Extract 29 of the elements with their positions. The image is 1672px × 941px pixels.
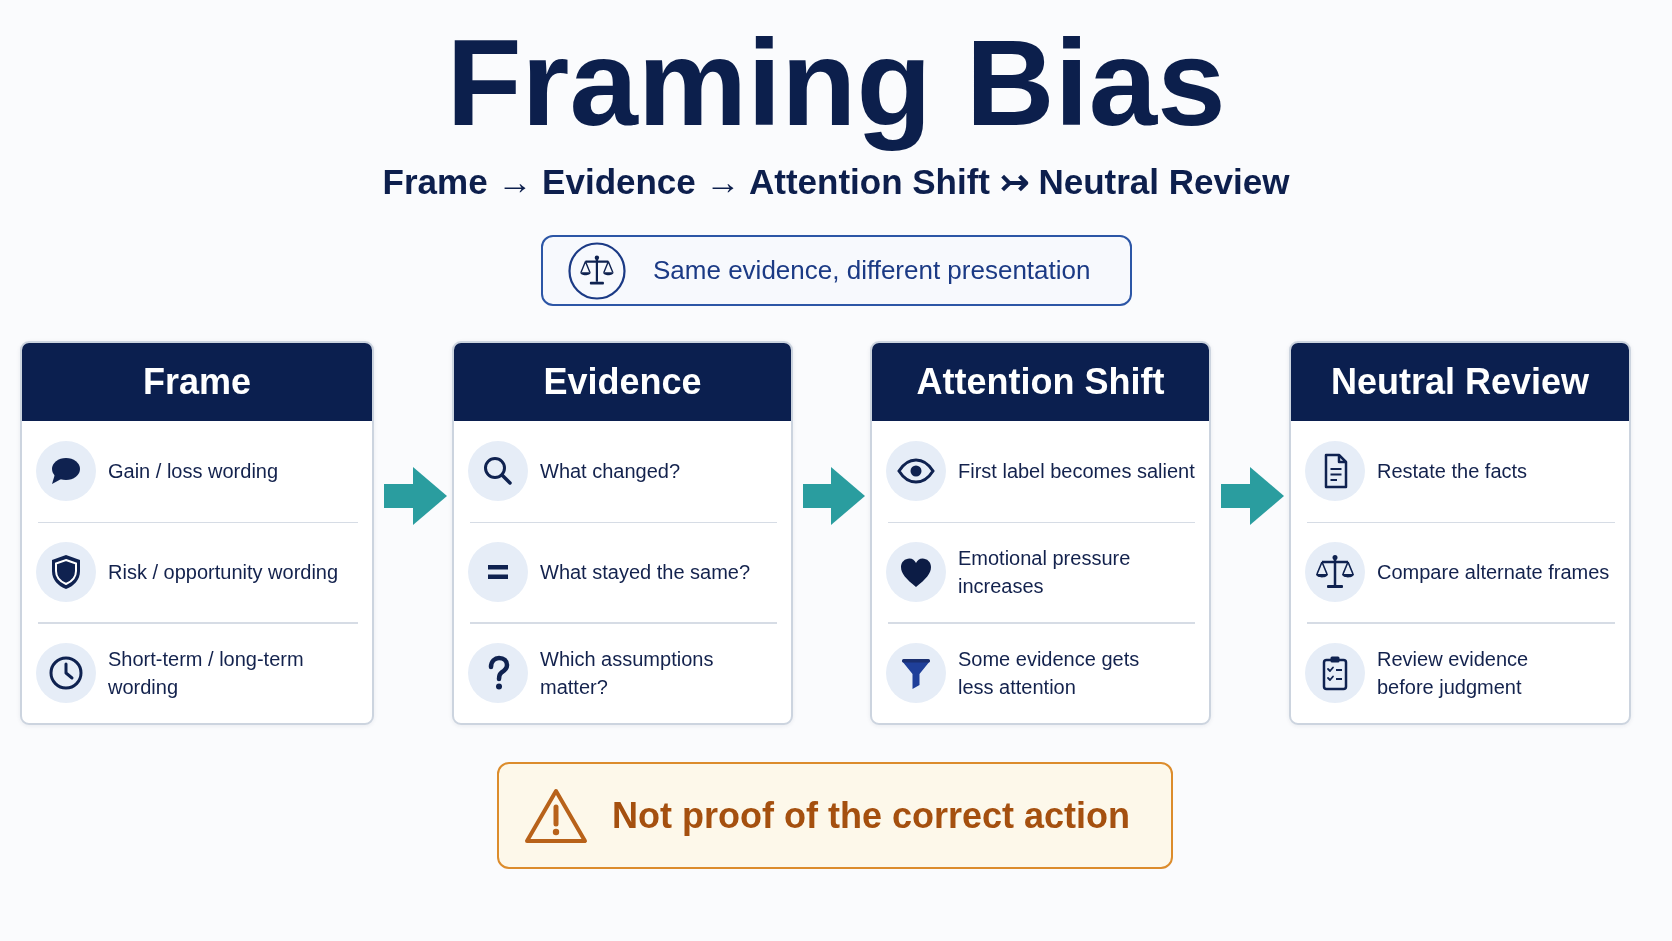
tagline-text: Same evidence, different presentation [653, 255, 1091, 286]
arrow [384, 467, 447, 525]
stage-card [1289, 341, 1631, 725]
arrow [803, 467, 865, 525]
list-item-text: Review evidence before judgment [1377, 646, 1530, 700]
list-item-text: What changed? [540, 459, 681, 485]
column-heading: Evidence [454, 343, 791, 421]
list-item-text: Restate the facts [1377, 459, 1528, 485]
warning-banner [497, 762, 1173, 869]
list-item-text: Which assumptions matter? [540, 646, 715, 700]
warning-text: Not proof of the correct action [612, 794, 1130, 837]
list-item-text: Compare alternate frames [1377, 560, 1610, 585]
column-heading: Neutral Review [1291, 343, 1629, 421]
list-item-text: First label becomes salient [958, 459, 1195, 485]
diagram-title: Framing Bias [446, 13, 1226, 153]
list-item-text: What stayed the same? [540, 560, 751, 585]
flow-subtitle: Frame → Evidence → Attention Shift ↣ Neutral Review [382, 162, 1290, 202]
list-item-text: Emotional pressure increases [958, 546, 1132, 599]
column-heading: Attention Shift [872, 343, 1209, 421]
arrow [1221, 467, 1284, 525]
callout-pill [541, 235, 1132, 306]
stage-card [20, 341, 374, 725]
column-heading: Frame [22, 343, 372, 421]
list-item-text: Gain / loss wording [108, 459, 279, 485]
stage-card [870, 341, 1211, 725]
list-item-text: Risk / opportunity wording [108, 560, 339, 585]
list-item-text: Some evidence gets less attention [958, 646, 1141, 700]
list-item-text: Short-term / long-term wording [108, 646, 305, 700]
stage-card [452, 341, 793, 725]
